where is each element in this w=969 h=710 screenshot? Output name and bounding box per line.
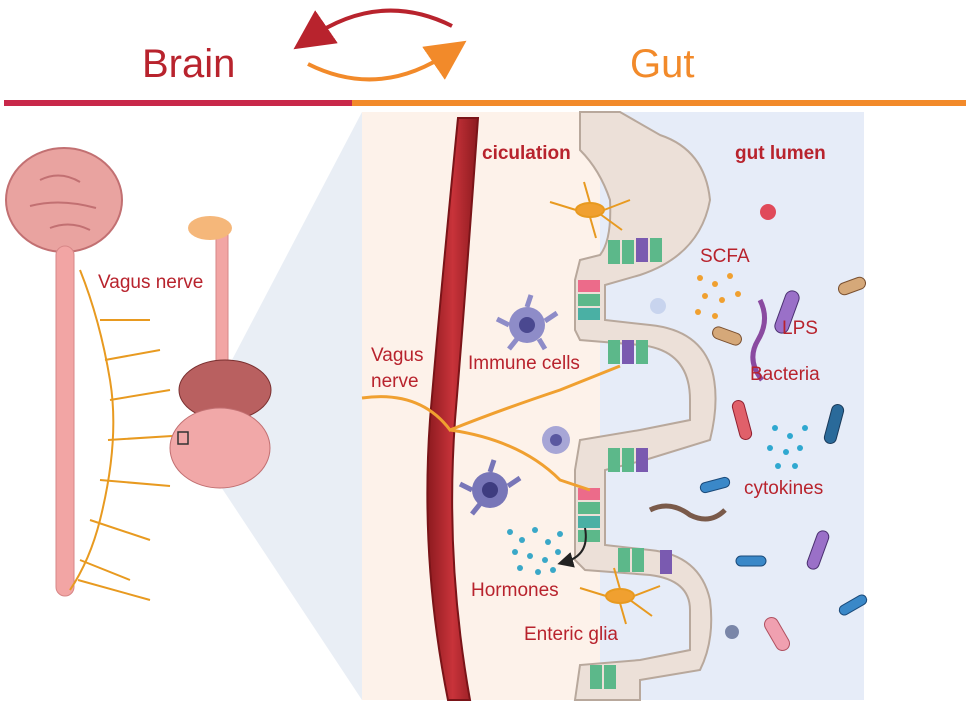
blood-vessel bbox=[426, 117, 480, 701]
salivary-gland bbox=[188, 216, 232, 240]
brain-to-gut-arrow bbox=[307, 40, 467, 82]
lps-label: LPS bbox=[782, 318, 818, 339]
circulation-region bbox=[362, 112, 602, 700]
brain-divider bbox=[4, 100, 352, 106]
hormones-label: Hormones bbox=[471, 580, 559, 601]
immune-cell-1 bbox=[495, 294, 559, 351]
enteric-glia-2 bbox=[579, 567, 661, 625]
hormone-release-arrow bbox=[557, 527, 587, 568]
gut-divider bbox=[352, 100, 966, 106]
bacteria-label: Bacteria bbox=[750, 364, 820, 385]
scfa-label: SCFA bbox=[700, 246, 750, 267]
bacteria-group bbox=[648, 204, 868, 652]
vagus-label-detail-line2: nerve bbox=[371, 371, 419, 392]
vagus-nerve-branches bbox=[69, 269, 173, 601]
zoom-wedge bbox=[190, 112, 362, 700]
outer-region bbox=[864, 112, 969, 700]
zoom-box-marker bbox=[177, 431, 189, 445]
spinal-cord bbox=[55, 245, 75, 597]
hormone-particles bbox=[507, 527, 563, 575]
gut-title: Gut bbox=[630, 42, 695, 86]
vagus-nerve-detail bbox=[361, 364, 621, 492]
gut-to-brain-arrow bbox=[293, 8, 453, 50]
immune-cell-2 bbox=[542, 426, 570, 454]
immune-cell-3 bbox=[458, 459, 522, 516]
circulation-label: ciculation bbox=[482, 143, 571, 164]
cytokines-label: cytokines bbox=[744, 478, 824, 499]
intestines bbox=[169, 407, 271, 489]
epithelial-cells bbox=[578, 238, 672, 689]
esophagus bbox=[215, 227, 229, 379]
vagus-label-detail-line1: Vagus bbox=[371, 345, 424, 366]
cytokine-particles bbox=[767, 425, 808, 469]
immune-cells-label: Immune cells bbox=[468, 353, 580, 374]
brain-title: Brain bbox=[142, 42, 236, 86]
brain-icon bbox=[5, 147, 123, 253]
enteric-glia-1 bbox=[549, 181, 631, 239]
scfa-particles bbox=[695, 273, 741, 319]
enteric-glia-label: Enteric glia bbox=[524, 624, 618, 645]
vagus-nerve-label-left: Vagus nerve bbox=[98, 272, 204, 293]
human-body-illustration bbox=[5, 147, 272, 601]
gut-lumen-label: gut lumen bbox=[735, 143, 826, 164]
